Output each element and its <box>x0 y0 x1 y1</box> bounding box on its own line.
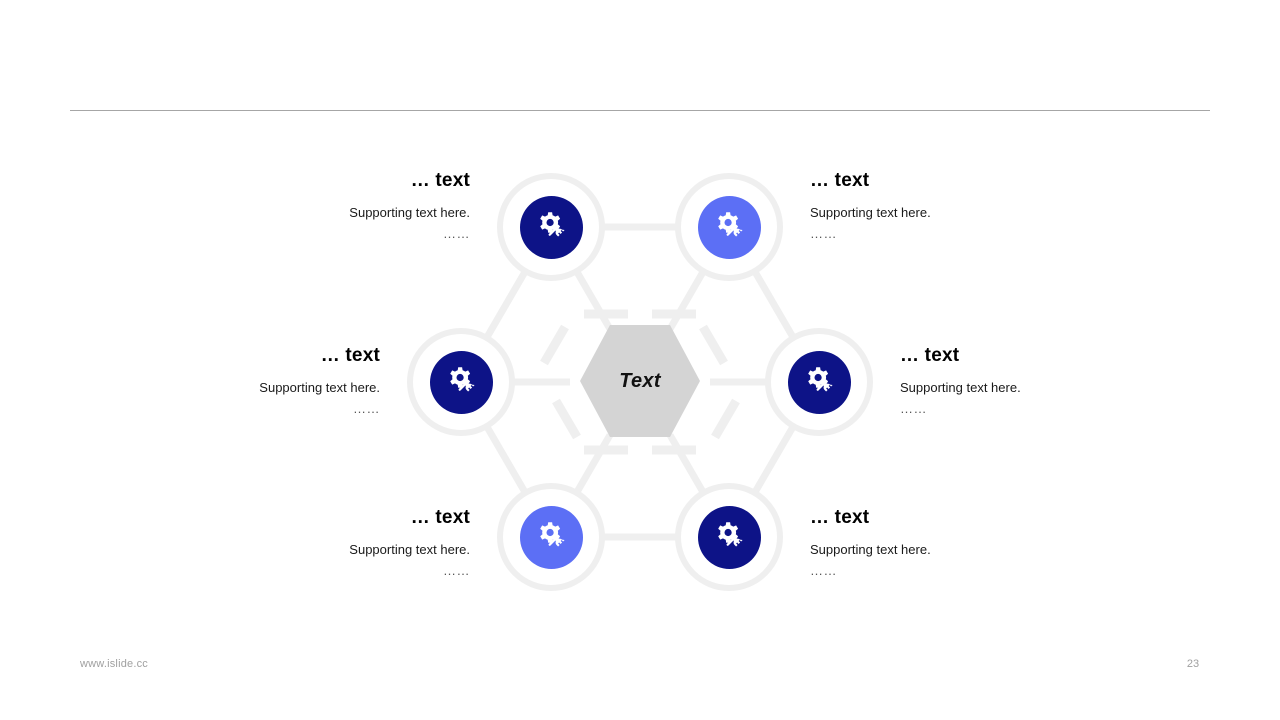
text-block-title: … text <box>900 345 960 366</box>
text-block-support: Supporting text here. <box>900 379 1021 395</box>
text-block-support: Supporting text here. <box>259 379 380 395</box>
node-middle-right-disc <box>787 350 851 414</box>
text-block-dots: …… <box>443 226 470 242</box>
text-block-dots: …… <box>900 401 927 417</box>
node-middle-left[interactable] <box>407 328 515 436</box>
hub-ring-upper-left-seg <box>540 324 569 366</box>
center-hexagon[interactable]: Text <box>580 325 700 437</box>
text-block-middle-right: … text Supporting text here. …… <box>900 345 1140 416</box>
node-top-right-disc <box>697 195 761 259</box>
text-block-dots: …… <box>353 401 380 417</box>
text-block-support: Supporting text here. <box>349 541 470 557</box>
text-block-dots: …… <box>443 563 470 579</box>
text-block-title: … text <box>320 345 380 366</box>
hub-ring-lower-left-seg <box>552 398 581 440</box>
text-block-top-right: … text Supporting text here. …… <box>810 170 1050 241</box>
page-number-label: 23 <box>1186 658 1200 670</box>
gear-wrench-icon <box>808 367 833 392</box>
text-block-support: Supporting text here. <box>349 204 470 220</box>
node-bottom-left[interactable] <box>497 483 605 591</box>
gear-wrench-icon <box>718 212 743 237</box>
text-block-title: … text <box>410 507 470 528</box>
header-divider-rule <box>70 110 1210 111</box>
text-block-bottom-right: … text Supporting text here. …… <box>810 507 1050 578</box>
gear-wrench-icon <box>450 367 475 392</box>
text-block-support: Supporting text here. <box>810 204 931 220</box>
text-block-title: … text <box>810 170 870 191</box>
node-middle-right[interactable] <box>765 328 873 436</box>
text-block-dots: …… <box>810 563 837 579</box>
text-block-title: … text <box>810 507 870 528</box>
node-top-left-disc <box>519 195 583 259</box>
node-top-right[interactable] <box>675 173 783 281</box>
text-block-support: Supporting text here. <box>810 541 931 557</box>
text-block-title: … text <box>410 170 470 191</box>
node-bottom-right[interactable] <box>675 483 783 591</box>
text-block-top-left: … text Supporting text here. …… <box>230 170 470 241</box>
gear-wrench-icon <box>718 522 743 547</box>
node-middle-left-disc <box>429 350 493 414</box>
text-block-dots: …… <box>810 226 837 242</box>
text-block-bottom-left: … text Supporting text here. …… <box>230 507 470 578</box>
gear-wrench-icon <box>540 522 565 547</box>
hub-ring-lower-right-seg <box>711 398 740 440</box>
text-block-middle-left: … text Supporting text here. …… <box>140 345 380 416</box>
node-bottom-left-disc <box>519 505 583 569</box>
center-hexagon-label: Text <box>619 369 661 392</box>
hub-ring-upper-right-seg <box>699 324 728 366</box>
gear-wrench-icon <box>540 212 565 237</box>
node-bottom-right-disc <box>697 505 761 569</box>
footer-url[interactable]: www.islide.cc <box>80 658 149 670</box>
node-top-left[interactable] <box>497 173 605 281</box>
